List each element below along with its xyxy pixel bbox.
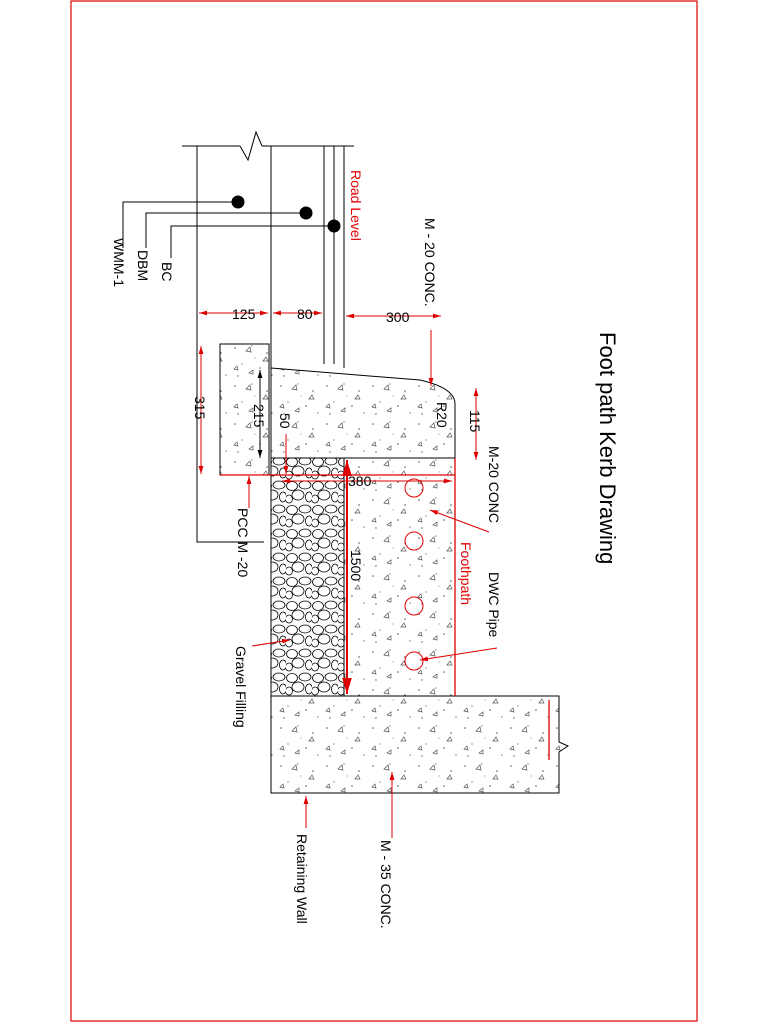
bc-label: BC bbox=[159, 262, 175, 281]
radius-r20: R20 bbox=[434, 402, 450, 428]
gravel-fill bbox=[270, 457, 345, 697]
pcc-side-line bbox=[196, 340, 264, 543]
dwc-pipe-label: DWC Pipe bbox=[486, 572, 502, 638]
layer-leaders bbox=[122, 195, 341, 258]
m35-conc-label: M - 35 CONC. bbox=[378, 840, 394, 929]
dim-300: 300 bbox=[386, 309, 410, 325]
wmm-label: WMM-1 bbox=[111, 238, 127, 287]
dbm-label: DBM bbox=[135, 250, 151, 281]
dim-315: 315 bbox=[192, 396, 208, 420]
footpath-label: Foothpath bbox=[458, 542, 474, 605]
footpath-block bbox=[343, 457, 456, 697]
leader-gravel bbox=[251, 638, 291, 647]
road-level-label: Road Level bbox=[348, 170, 364, 241]
gravel-label: Gravel Filling bbox=[233, 646, 249, 728]
dim-1500: 1500 bbox=[348, 550, 364, 581]
drawing-title: Foot path Kerb Drawing bbox=[595, 332, 620, 564]
kerb-block bbox=[270, 367, 456, 459]
retaining-wall-label: Retaining Wall bbox=[294, 834, 310, 924]
dim-380: 380 bbox=[348, 473, 372, 489]
dim-80: 80 bbox=[297, 306, 313, 322]
dim-50: 50 bbox=[277, 413, 293, 429]
leader-m20 bbox=[429, 509, 490, 533]
pcc-label: PCC M -20 bbox=[235, 508, 251, 577]
m20-conc-label: M-20 CONC bbox=[486, 446, 502, 523]
road-layers bbox=[182, 130, 354, 368]
dim-125: 125 bbox=[232, 306, 256, 322]
m20-conc-top-label: M - 20 CONC. bbox=[422, 218, 438, 307]
dim-115: 115 bbox=[467, 410, 483, 433]
retaining-wall bbox=[270, 695, 570, 794]
leader-dwc bbox=[419, 647, 498, 662]
sheet-border bbox=[70, 0, 698, 1022]
dim-215: 215 bbox=[251, 404, 267, 428]
